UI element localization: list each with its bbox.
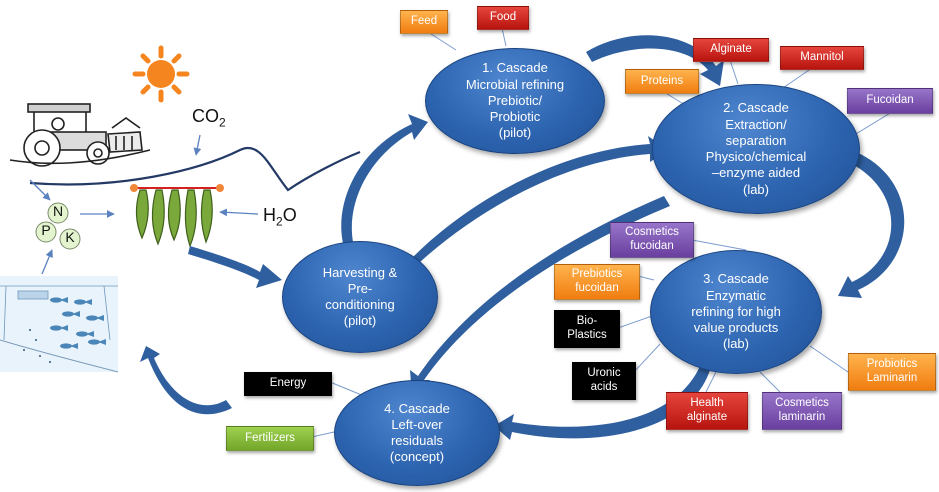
connector-food [501, 27, 507, 47]
cascade-2-node: 2. Cascade Extraction/ separation Physic… [652, 84, 860, 214]
nutrients-icon [35, 202, 81, 250]
seaweed-to-harvest-arrow [188, 246, 282, 288]
tag-health-alginate: Health alginate [666, 392, 748, 430]
fish-farm-icon [0, 276, 119, 373]
co2-arrow [193, 134, 202, 156]
h2o-arrow [219, 208, 259, 217]
tag-cosmetics-laminarin: Cosmetics laminarin [762, 392, 842, 430]
nutrient-p: P [41, 222, 51, 238]
tag-prebiotics-fucoidan: Prebiotics fucoidan [554, 264, 640, 300]
nutrient-n: N [52, 203, 64, 219]
connector-alginate [729, 59, 739, 85]
tag-feed: Feed [400, 10, 448, 34]
tag-proteins: Proteins [625, 69, 699, 94]
tractor-icon [9, 103, 151, 167]
connector-cosmetics-laminarin [759, 371, 781, 393]
tag-food: Food [477, 6, 529, 30]
tag-bio-plastics: Bio- Plastics [554, 310, 620, 348]
co2-subscript: 2 [219, 115, 226, 130]
rope-line [130, 184, 224, 192]
sun-icon [132, 45, 190, 103]
h2o-subscript: 2 [276, 214, 283, 229]
cascade1-to-cascade2-arrow [586, 35, 724, 86]
tag-uronic-acids: Uronic acids [572, 362, 636, 400]
connector-bio-plastics [617, 315, 653, 329]
cascade2-to-cascade4-arrow [410, 196, 670, 396]
h2o-o: O [282, 205, 297, 225]
cascade4-to-farm-arrow [140, 346, 232, 415]
connector-feed [427, 31, 457, 51]
farm-to-npk-arrow [41, 249, 53, 275]
harvesting-node: Harvesting & Pre- conditioning (pilot) [282, 241, 438, 353]
tag-fertilizers: Fertilizers [226, 426, 314, 451]
cascade-1-node: 1. Cascade Microbial refining Prebiotic/… [425, 48, 605, 154]
connector-uronic-acids [633, 343, 661, 373]
tag-probiotics-laminarin: Probiotics Laminarin [848, 353, 936, 391]
nutrient-k: K [65, 229, 75, 245]
tag-energy: Energy [244, 372, 332, 396]
cascade-4-node: 4. Cascade Left-over residuals (concept) [334, 380, 500, 486]
seaweed-icon [135, 189, 213, 248]
connector-fertilizers [311, 431, 335, 438]
water-surface-line [29, 146, 361, 192]
connector-probiotics-laminarin [809, 345, 849, 373]
connector-prebiotics-fucoidan [637, 275, 655, 281]
cascade3-to-cascade4-arrow [494, 366, 710, 440]
h2o-h: H [263, 205, 276, 225]
cascade-3-node: 3. Cascade Enzymatic refining for high v… [650, 250, 822, 374]
co2-base: CO [192, 106, 219, 126]
tag-fucoidan: Fucoidan [847, 88, 933, 114]
connector-cosmetics-fucoidan [691, 239, 747, 251]
tag-alginate: Alginate [693, 38, 769, 62]
co2-label: CO2 [192, 106, 226, 130]
tag-cosmetics-fucoidan: Cosmetics fucoidan [610, 222, 694, 258]
h2o-label: H2O [263, 205, 297, 229]
tag-mannitol: Mannitol [780, 46, 864, 70]
harvest-to-cascade2-arrow [412, 136, 668, 262]
harvest-to-cascade1-arrow [341, 114, 428, 254]
connector-energy [329, 381, 365, 397]
connector-health-alginate [705, 371, 717, 393]
cascade2-to-cascade3-arrow [838, 152, 905, 298]
tractor-to-npk-arrow [29, 179, 51, 201]
